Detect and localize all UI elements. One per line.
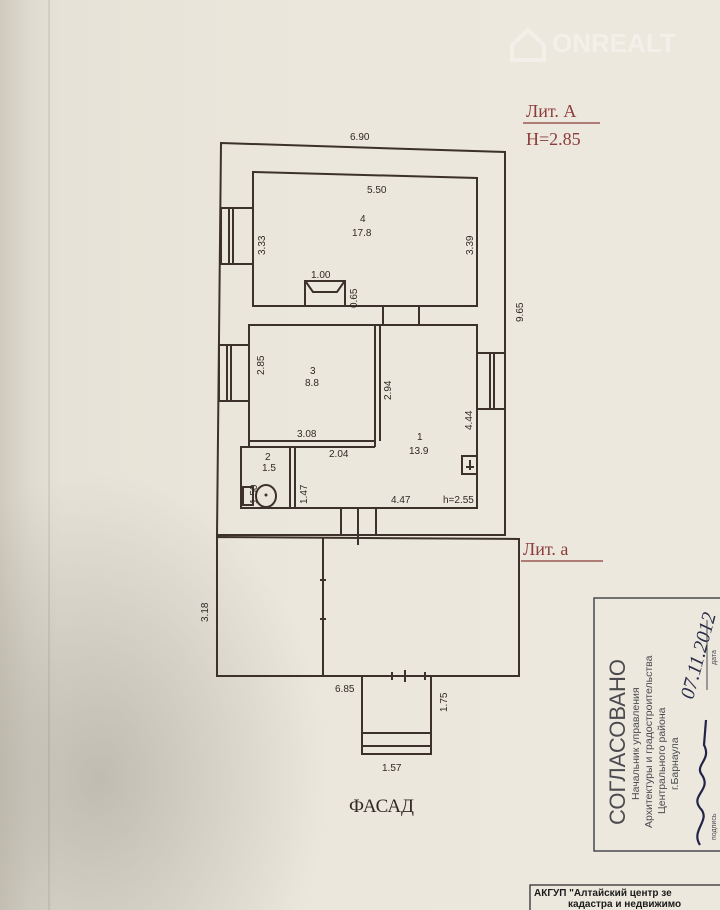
stamp-line-4: г.Барнаула [669,737,681,790]
stamp-signature-caption: подпись [711,813,718,840]
page-fold [48,0,50,910]
footer-line-2: кадастра и недвижимо [568,899,681,910]
stamp-date-caption: дата [711,650,718,665]
dim-room3-right: 2.94 [383,380,394,400]
footer-box: АКГУП "Алтайский центр зе кадастра и нед… [529,884,720,910]
dim-room1-top: 2.04 [329,449,349,460]
dim-porch-width: 1.57 [382,763,402,774]
sink-icon [461,455,478,475]
dim-room4-right: 3.39 [465,235,476,255]
room-4-number: 4 [360,214,366,225]
room-3-number: 3 [310,366,316,377]
dim-bath-width: 1.50 [249,484,260,504]
room1-ceiling-height: h=2.55 [443,495,474,506]
dim-room1-bottom: 4.47 [391,495,411,506]
dim-outer-right: 9.65 [515,302,526,322]
room-2-area: 1.5 [262,463,276,474]
room-3-area: 8.8 [305,378,319,389]
room-4-area: 17.8 [352,228,372,239]
dim-porch-depth: 1.75 [439,692,450,712]
house-logo-icon [510,27,546,62]
house-walls [215,141,506,545]
stamp-title: СОГЛАСОВАНО [605,659,630,825]
footer-line-1: АКГУП "Алтайский центр зе [534,888,672,899]
litera-veranda-label: Лит. а [523,539,568,559]
dim-inner-top: 5.50 [367,185,387,196]
dim-stove-width: 1.00 [311,270,331,281]
dim-veranda-bottom: 6.85 [335,684,355,695]
dim-outer-top: 6.90 [350,132,370,143]
watermark: ONREALT [510,27,676,62]
dim-room3-left: 2.85 [256,355,267,375]
stamp-line-1: Начальник управления [630,687,642,800]
dim-stove-depth: 0.65 [349,288,360,308]
approval-stamp: СОГЛАСОВАНО Начальник управления Архитек… [593,597,720,852]
dim-room4-left: 3.33 [257,235,268,255]
litera-a-label: Лит. А [526,101,576,121]
watermark-text: ONREALT [552,28,676,58]
dim-room1-right: 4.44 [464,410,475,430]
dim-bath-depth: 1.47 [299,484,310,504]
stove-icon [304,280,346,307]
room-2-number: 2 [265,452,271,463]
photo-shadow [0,470,330,910]
porch-steps [361,676,432,755]
stamp-line-3: Центрального района [656,707,668,814]
dim-veranda-left: 3.18 [200,602,211,622]
room-1-area: 13.9 [409,446,429,457]
stamp-line-2: Архитектуры и градостроительства [643,655,655,828]
room-1-number: 1 [417,432,423,443]
height-label: H=2.85 [526,129,581,149]
veranda-walls [216,535,520,682]
dim-room3-bottom: 3.08 [297,429,317,440]
signature [696,719,708,846]
facade-label: ФАСАД [349,796,414,817]
toilet-icon [242,484,277,508]
